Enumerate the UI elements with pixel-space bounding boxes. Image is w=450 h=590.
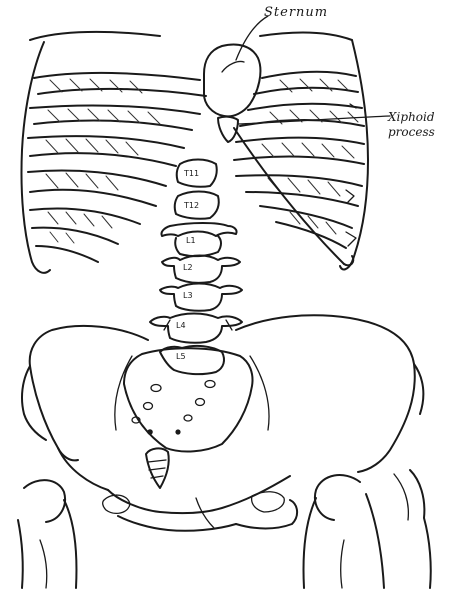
vertebra-label-l3: L3 bbox=[183, 292, 193, 300]
sternum-label: Sternum bbox=[264, 6, 328, 19]
vertebra-label-t12: T12 bbox=[184, 202, 199, 210]
sternum-bone bbox=[204, 16, 268, 116]
xiphoid-process-label: Xiphoid process bbox=[388, 110, 448, 140]
vertebra-label-l4: L4 bbox=[176, 322, 186, 330]
vertebra-label-l1: L1 bbox=[186, 237, 196, 245]
vertebra-label-l5: L5 bbox=[176, 353, 186, 361]
vertebra-label-t11: T11 bbox=[184, 170, 199, 178]
vertebra-label-l2: L2 bbox=[183, 264, 193, 272]
vertebral-column bbox=[150, 160, 242, 375]
